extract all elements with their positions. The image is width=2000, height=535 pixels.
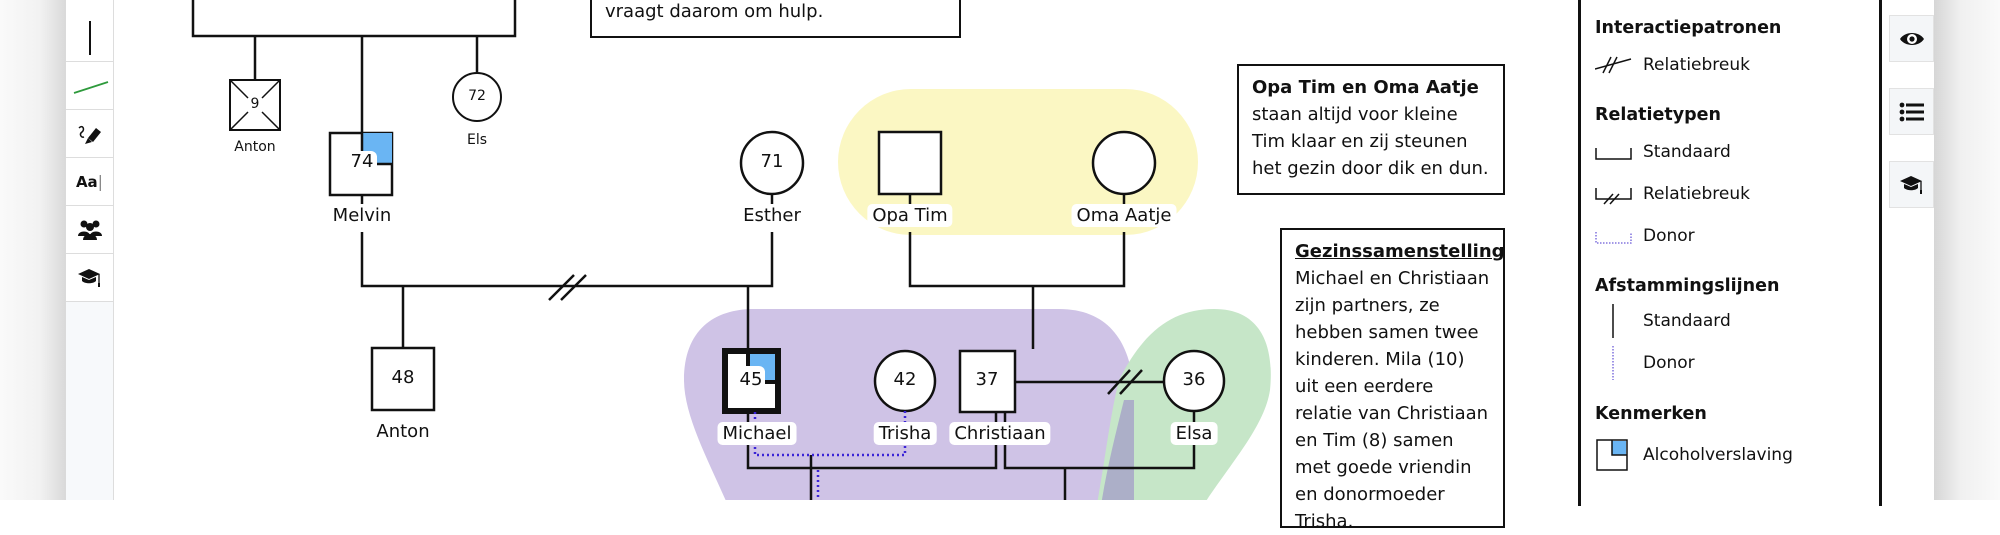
broken-relation-icon: [1595, 188, 1632, 205]
age-els: 72: [468, 88, 486, 104]
pen-icon: [77, 125, 101, 144]
note-top-text: vraagt daarom om hulp.: [605, 1, 824, 22]
legend-label: Donor: [1643, 226, 1695, 246]
graduation-cap-icon: [1899, 175, 1922, 194]
vertical-line-icon: [88, 20, 91, 55]
donor-descent-icon: [1612, 346, 1614, 380]
right-gutter: [1934, 0, 2000, 500]
education-button[interactable]: [1889, 161, 1934, 208]
legend-label: Alcoholverslaving: [1643, 445, 1793, 465]
name-elsa: Elsa: [1170, 422, 1218, 445]
age-anton: 48: [391, 367, 415, 388]
relation-break-icon: [1594, 56, 1632, 74]
legend-button[interactable]: [1889, 88, 1934, 135]
legend-item-standard-descent: Standaard: [1595, 304, 1731, 338]
age-trisha: 42: [893, 369, 917, 390]
person-opa-tim[interactable]: [877, 130, 943, 196]
graduation-cap-icon: [77, 268, 100, 287]
legend-panel: Interactiepatronen Relatiebreuk Relatiet…: [1578, 0, 1882, 506]
age-michael: 45: [739, 369, 763, 390]
left-gutter: [0, 0, 66, 500]
group-overlap: [1101, 400, 1134, 500]
legend-title-relation-types: Relatietypen: [1595, 105, 1722, 125]
person-oma-aatje[interactable]: [1091, 130, 1157, 196]
legend-label: Standaard: [1643, 142, 1731, 162]
legend-item-donor-relation: Donor: [1595, 225, 1695, 247]
legend-label: Relatiebreuk: [1643, 184, 1750, 204]
top-relation-frame: [191, 0, 517, 38]
draw-tool[interactable]: [66, 110, 113, 158]
age-esther: 71: [760, 151, 784, 172]
age-christiaan: 37: [975, 369, 999, 390]
text-icon: Aa: [75, 172, 98, 191]
name-opa-tim: Opa Tim: [867, 204, 953, 227]
note-grandparents-body: staan altijd voor kleine Tim klaar en zi…: [1252, 104, 1489, 179]
legend-title-descent: Afstammingslijnen: [1595, 276, 1780, 296]
note-grandparents-title: Opa Tim en Oma Aatje: [1252, 77, 1479, 98]
name-christiaan: Christiaan: [949, 422, 1051, 445]
person-anton-child[interactable]: [229, 79, 281, 131]
list-icon: [1899, 102, 1924, 121]
legend-item-alcohol: Alcoholverslaving: [1595, 438, 1793, 472]
relation-line-tool[interactable]: [66, 62, 113, 110]
name-esther: Esther: [738, 204, 806, 227]
legend-title-traits: Kenmerken: [1595, 404, 1707, 424]
donor-relation-icon: [1595, 232, 1632, 244]
group-tool[interactable]: [66, 206, 113, 254]
person-els[interactable]: [452, 72, 502, 122]
legend-label: Relatiebreuk: [1643, 55, 1750, 75]
users-icon: [77, 220, 102, 240]
text-tool[interactable]: Aa|: [66, 158, 113, 206]
person-michael[interactable]: [722, 348, 781, 414]
genogram-drawing: [191, 0, 1271, 500]
green-line-icon: [73, 80, 108, 94]
name-anton: Anton: [376, 421, 430, 442]
name-michael: Michael: [717, 422, 797, 445]
age-melvin: 74: [350, 151, 374, 172]
name-trisha: Trisha: [873, 422, 937, 445]
note-family[interactable]: Gezinssamenstelling Michael en Christiaa…: [1280, 228, 1505, 532]
standard-relation-icon: [1595, 148, 1632, 160]
genogram-canvas[interactable]: 9 Anton 72 Els 74 Melvin 71 Esther Opa T…: [114, 0, 1578, 532]
left-toolbar: Aa|: [66, 0, 114, 500]
tool-partial[interactable]: [66, 0, 113, 15]
name-els: Els: [466, 132, 488, 148]
standard-descent-icon: [1612, 304, 1614, 338]
alcohol-trait-icon: [1596, 439, 1628, 471]
note-family-title: Gezinssamenstelling: [1295, 241, 1505, 262]
relation-melvin-esther[interactable]: [360, 232, 774, 288]
legend-item-standard-relation: Standaard: [1595, 141, 1731, 163]
view-button[interactable]: [1889, 15, 1934, 62]
education-tool[interactable]: [66, 254, 113, 302]
legend-label: Standaard: [1643, 311, 1731, 331]
note-grandparents[interactable]: Opa Tim en Oma Aatje staan altijd voor k…: [1237, 64, 1505, 195]
legend-item-broken-relation: Relatiebreuk: [1595, 183, 1750, 205]
person-melvin[interactable]: [328, 131, 394, 197]
relation-opa-oma[interactable]: [908, 232, 1126, 288]
legend-item-relation-break: Relatiebreuk: [1594, 54, 1750, 76]
person-anton[interactable]: [370, 346, 436, 412]
note-top[interactable]: vraagt daarom om hulp.: [590, 0, 961, 38]
group-grandparents[interactable]: [838, 89, 1198, 235]
legend-title-interaction: Interactiepatronen: [1595, 18, 1782, 38]
legend-item-donor-descent: Donor: [1595, 346, 1695, 380]
legend-label: Donor: [1643, 353, 1695, 373]
name-oma-aatje: Oma Aatje: [1071, 204, 1177, 227]
note-family-body: Michael en Christiaan zijn partners, ze …: [1295, 268, 1490, 532]
eye-icon: [1899, 32, 1924, 45]
name-melvin: Melvin: [327, 204, 397, 227]
name-anton-child: Anton: [234, 139, 276, 155]
age-elsa: 36: [1182, 369, 1206, 390]
line-tool[interactable]: [66, 14, 113, 62]
age-anton-child: 9: [250, 96, 260, 112]
right-toolbar: [1889, 0, 1934, 500]
